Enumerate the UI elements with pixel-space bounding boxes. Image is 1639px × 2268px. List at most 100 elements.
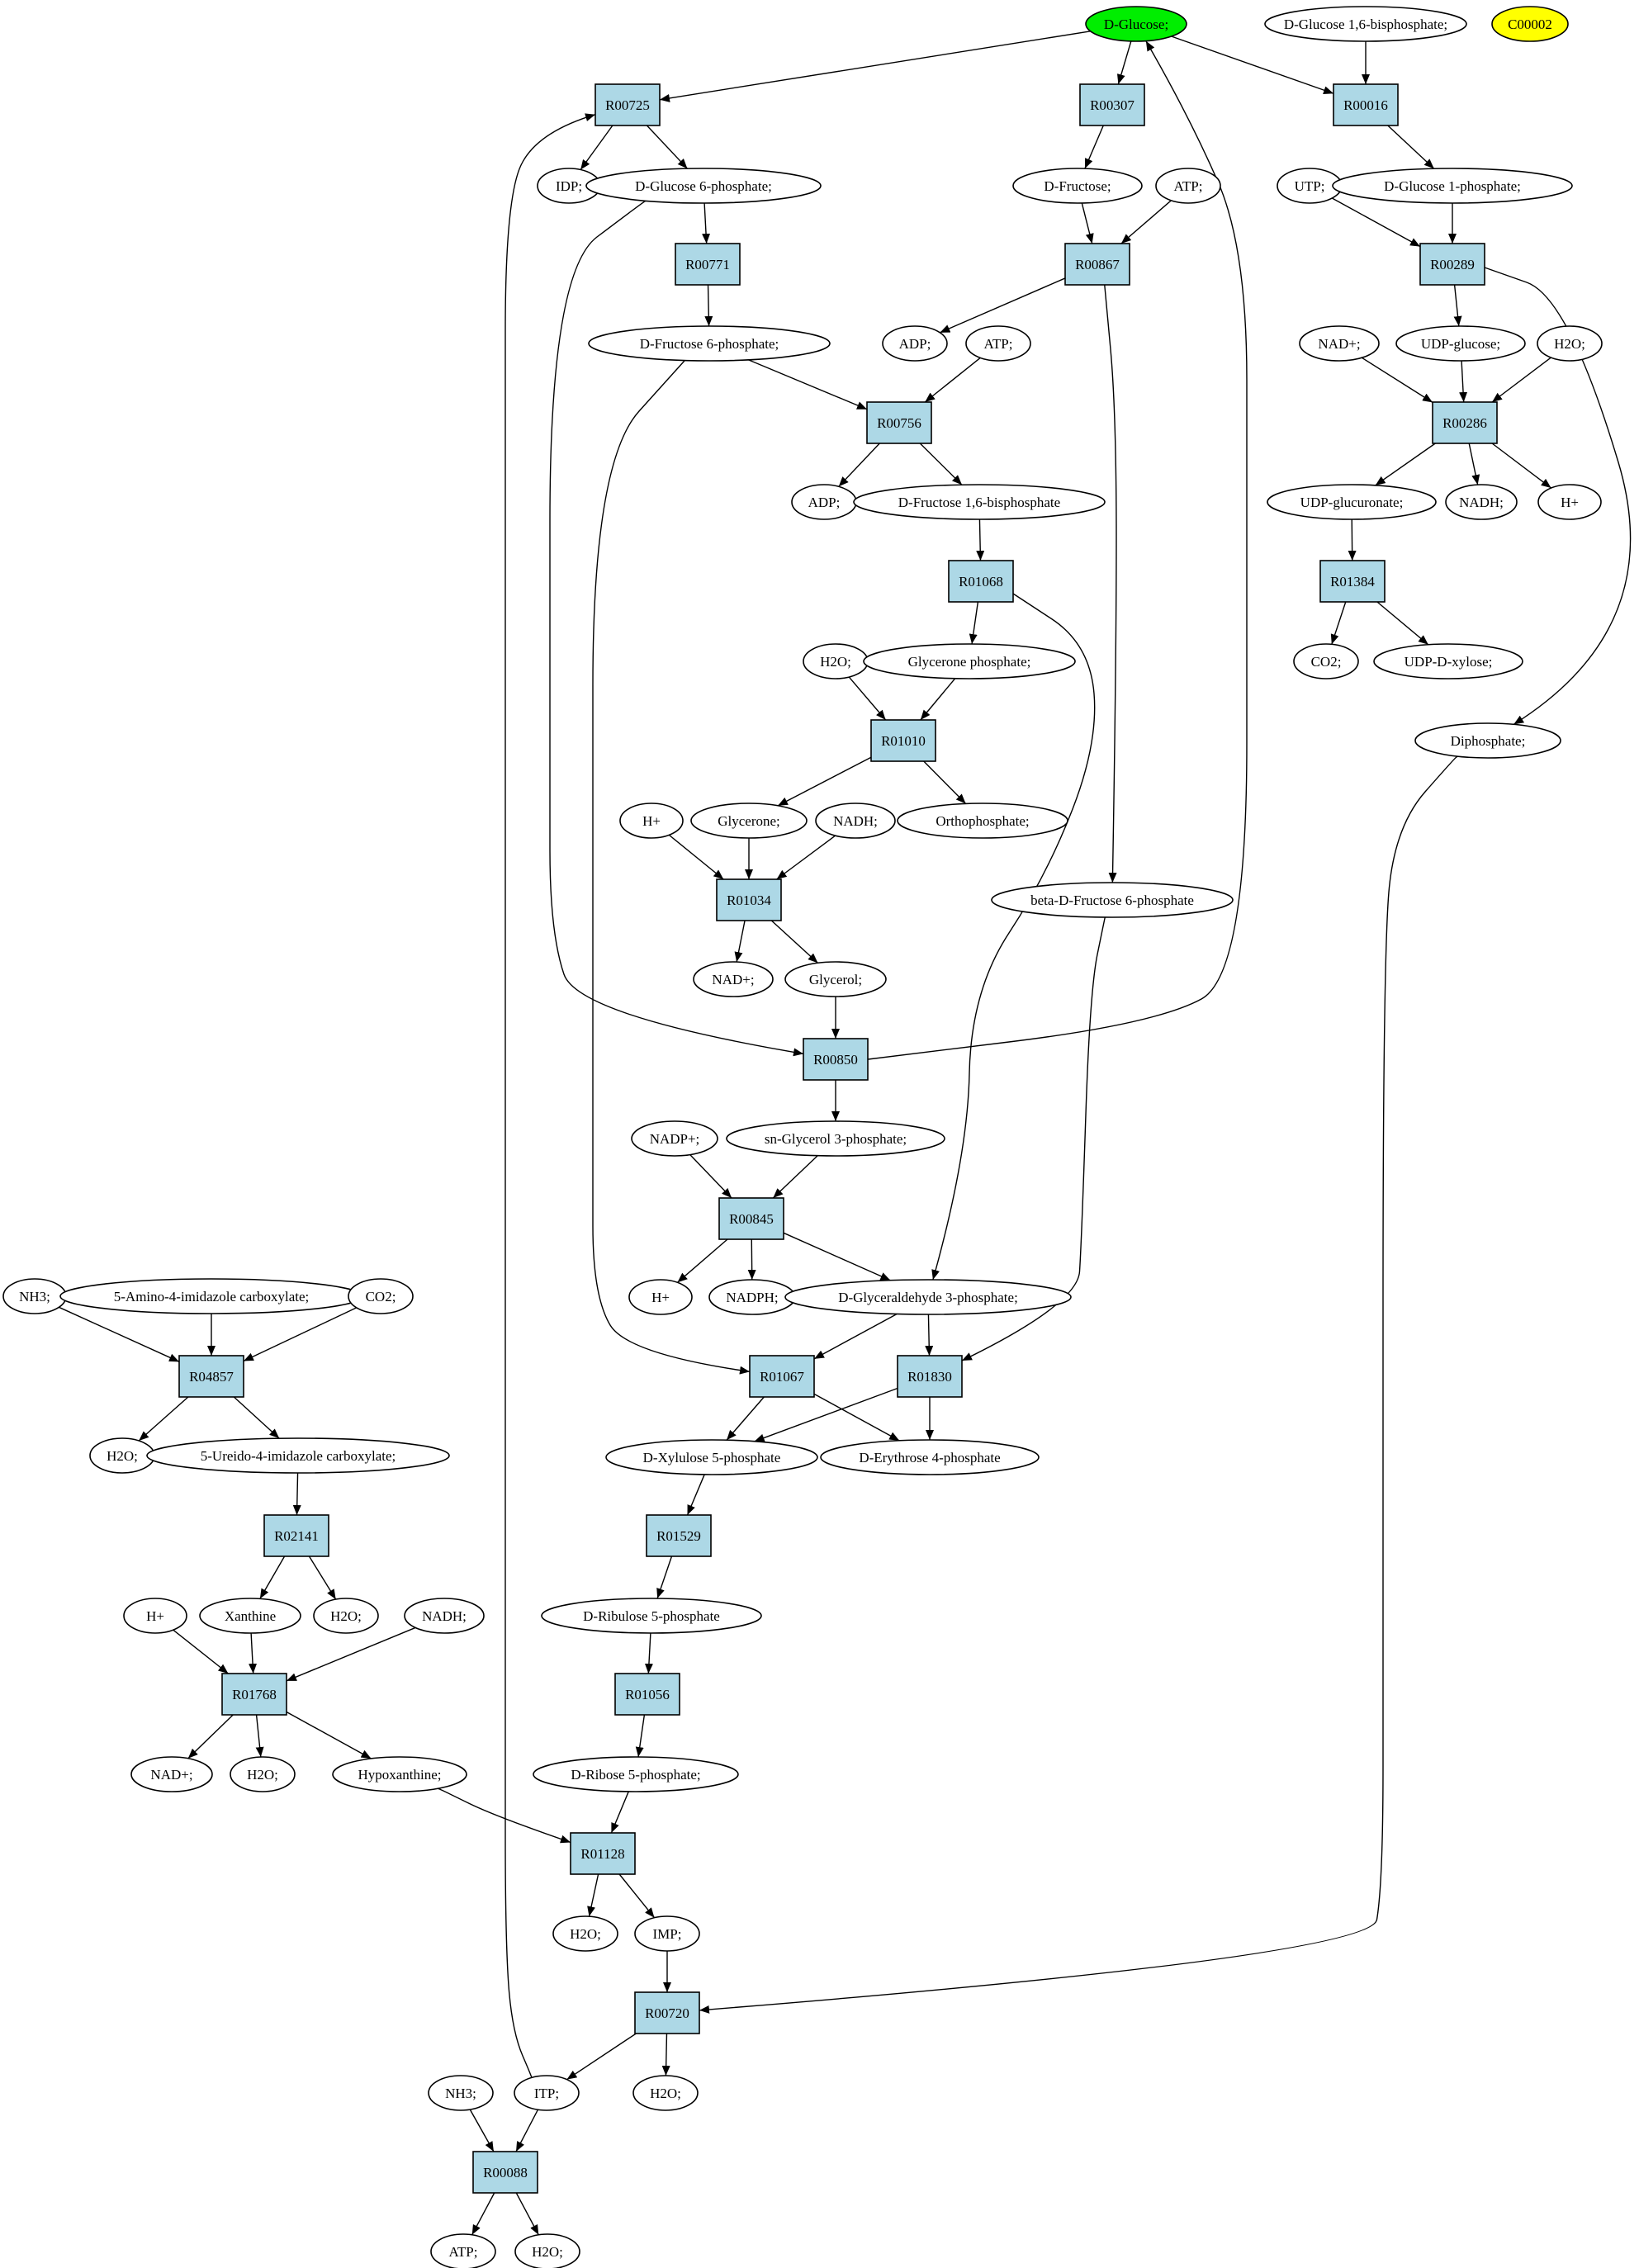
compound-node-idp[interactable]: IDP;	[537, 168, 601, 204]
compound-ellipse	[428, 2075, 494, 2111]
reaction-node-R01067[interactable]: R01067	[749, 1355, 815, 1398]
reaction-node-R00307[interactable]: R00307	[1079, 83, 1145, 126]
compound-node-c00002[interactable]: C00002	[1491, 6, 1569, 42]
reaction-node-R01768[interactable]: R01768	[221, 1673, 287, 1716]
compound-node-hyp[interactable]: Hypoxanthine;	[332, 1756, 467, 1792]
edge-R00286-to-udpglcA	[1375, 443, 1436, 486]
reaction-node-R00725[interactable]: R00725	[594, 83, 661, 126]
compound-node-h2o_l2[interactable]: H2O;	[313, 1598, 379, 1634]
compound-node-h2o_l1[interactable]: H2O;	[89, 1437, 155, 1474]
reaction-node-R02141[interactable]: R02141	[263, 1514, 329, 1557]
compound-node-nh3_l[interactable]: NH3;	[2, 1278, 67, 1314]
reaction-node-R04857[interactable]: R04857	[178, 1355, 244, 1398]
compound-node-udpglcA[interactable]: UDP-glucuronate;	[1267, 484, 1437, 520]
reaction-box	[948, 560, 1014, 603]
reaction-label: R01529	[656, 1528, 701, 1544]
compound-node-g1p[interactable]: D-Glucose 1-phosphate;	[1332, 168, 1573, 204]
reaction-node-R00016[interactable]: R00016	[1333, 83, 1399, 126]
compound-node-h2o_b3[interactable]: H2O;	[514, 2233, 580, 2268]
compound-node-g6p[interactable]: D-Glucose 6-phosphate;	[585, 168, 822, 204]
compound-ellipse	[552, 1915, 618, 1952]
compound-node-f6p[interactable]: D-Fructose 6-phosphate;	[588, 325, 831, 362]
compound-label: UDP-glucuronate;	[1300, 495, 1404, 510]
reaction-node-R01068[interactable]: R01068	[948, 560, 1014, 603]
compound-node-h2o_r[interactable]: H2O;	[1537, 325, 1603, 362]
reaction-label: R00307	[1090, 97, 1135, 113]
reaction-node-R01529[interactable]: R01529	[646, 1514, 712, 1557]
compound-label: UDP-D-xylose;	[1405, 654, 1493, 670]
compound-node-ppi[interactable]: Diphosphate;	[1414, 722, 1561, 759]
compound-node-nadh_r[interactable]: NADH;	[1445, 484, 1518, 520]
compound-node-xan[interactable]: Xanthine	[199, 1598, 301, 1634]
reaction-node-R00286[interactable]: R00286	[1432, 401, 1498, 444]
compound-node-glc[interactable]: D-Glucose;	[1085, 6, 1187, 42]
reaction-node-R00845[interactable]: R00845	[718, 1197, 784, 1240]
reaction-node-R01056[interactable]: R01056	[614, 1673, 680, 1716]
compound-node-udpxyl[interactable]: UDP-D-xylose;	[1373, 643, 1523, 679]
reaction-node-R01830[interactable]: R01830	[897, 1355, 963, 1398]
compound-node-imp[interactable]: IMP;	[634, 1915, 700, 1952]
compound-node-h2o_b1[interactable]: H2O;	[552, 1915, 618, 1952]
compound-node-udpglc[interactable]: UDP-glucose;	[1395, 325, 1526, 362]
compound-node-h_r[interactable]: H+	[1537, 484, 1602, 520]
compound-node-dhap[interactable]: Glycerone phosphate;	[863, 643, 1076, 679]
compound-node-atp_b[interactable]: ATP;	[430, 2233, 496, 2268]
compound-node-h2o_a[interactable]: H2O;	[803, 643, 869, 679]
reaction-node-R00771[interactable]: R00771	[675, 243, 741, 286]
reaction-node-R00850[interactable]: R00850	[803, 1038, 869, 1081]
compound-node-glycerol[interactable]: Glycerol;	[784, 961, 887, 997]
compound-node-adp1[interactable]: ADP;	[882, 325, 948, 362]
compound-node-xu5p[interactable]: D-Xylulose 5-phosphate	[605, 1439, 818, 1475]
compound-label: H2O;	[107, 1448, 138, 1464]
compound-node-nadph[interactable]: NADPH;	[708, 1279, 796, 1315]
reaction-node-R01384[interactable]: R01384	[1319, 560, 1386, 603]
compound-node-uic[interactable]: 5-Ureido-4-imidazole carboxylate;	[146, 1437, 450, 1474]
compound-label: C00002	[1508, 17, 1552, 32]
compound-node-nad_l[interactable]: NAD+;	[130, 1756, 213, 1792]
compound-node-nadh_a[interactable]: NADH;	[815, 803, 896, 839]
compound-ellipse	[514, 2233, 580, 2268]
reaction-node-R00289[interactable]: R00289	[1419, 243, 1485, 286]
compound-node-h_b[interactable]: H+	[628, 1279, 693, 1315]
compound-node-aic[interactable]: 5-Amino-4-imidazole carboxylate;	[59, 1278, 363, 1314]
compound-label: UTP;	[1295, 178, 1325, 194]
compound-node-r5p[interactable]: D-Ribose 5-phosphate;	[533, 1756, 739, 1792]
reaction-node-R00088[interactable]: R00088	[472, 2151, 538, 2194]
compound-node-h2o_b2[interactable]: H2O;	[632, 2075, 699, 2111]
compound-node-g3p[interactable]: sn-Glycerol 3-phosphate;	[726, 1120, 945, 1157]
compound-node-bf6p[interactable]: beta-D-Fructose 6-phosphate	[991, 882, 1234, 918]
reaction-node-R01128[interactable]: R01128	[570, 1832, 636, 1875]
compound-node-fbp[interactable]: D-Fructose 1,6-bisphosphate	[853, 484, 1106, 520]
compound-node-co2_r[interactable]: CO2;	[1293, 643, 1359, 679]
compound-node-adp2[interactable]: ADP;	[791, 484, 857, 520]
compound-node-gap[interactable]: D-Glyceraldehyde 3-phosphate;	[784, 1279, 1072, 1315]
compound-node-fru[interactable]: D-Fructose;	[1012, 168, 1143, 204]
compound-node-co2_l[interactable]: CO2;	[348, 1278, 414, 1314]
compound-node-utp[interactable]: UTP;	[1277, 168, 1343, 204]
reaction-node-R01010[interactable]: R01010	[870, 719, 936, 762]
compound-node-pi[interactable]: Orthophosphate;	[897, 803, 1068, 839]
compound-node-atp2[interactable]: ATP;	[965, 325, 1031, 362]
reaction-node-R00720[interactable]: R00720	[634, 1991, 700, 2034]
reaction-box	[803, 1038, 869, 1081]
compound-label: sn-Glycerol 3-phosphate;	[765, 1131, 907, 1147]
reaction-node-R00756[interactable]: R00756	[866, 401, 932, 444]
compound-node-h_l[interactable]: H+	[123, 1598, 187, 1634]
compound-label: H2O;	[532, 2244, 563, 2260]
compound-node-nh3_b[interactable]: NH3;	[428, 2075, 494, 2111]
compound-node-atp1[interactable]: ATP;	[1155, 168, 1221, 204]
reaction-node-R01034[interactable]: R01034	[716, 878, 782, 921]
compound-node-ru5p[interactable]: D-Ribulose 5-phosphate	[541, 1598, 762, 1634]
compound-node-nadp_r[interactable]: NAD+;	[1299, 325, 1380, 362]
compound-node-nadpp[interactable]: NADP+;	[631, 1120, 718, 1157]
compound-node-glyone[interactable]: Glycerone;	[690, 803, 808, 839]
compound-label: Hypoxanthine;	[358, 1767, 441, 1783]
compound-node-glc16bp[interactable]: D-Glucose 1,6-bisphosphate;	[1264, 6, 1467, 42]
compound-node-h_a[interactable]: H+	[619, 803, 684, 839]
reaction-node-R00867[interactable]: R00867	[1064, 243, 1130, 286]
compound-node-nad_a[interactable]: NAD+;	[693, 961, 774, 997]
compound-node-h2o_l3[interactable]: H2O;	[230, 1756, 296, 1792]
compound-node-e4p[interactable]: D-Erythrose 4-phosphate	[820, 1439, 1040, 1475]
compound-node-itp[interactable]: ITP;	[514, 2075, 580, 2111]
compound-node-nadh_l[interactable]: NADH;	[404, 1598, 485, 1634]
